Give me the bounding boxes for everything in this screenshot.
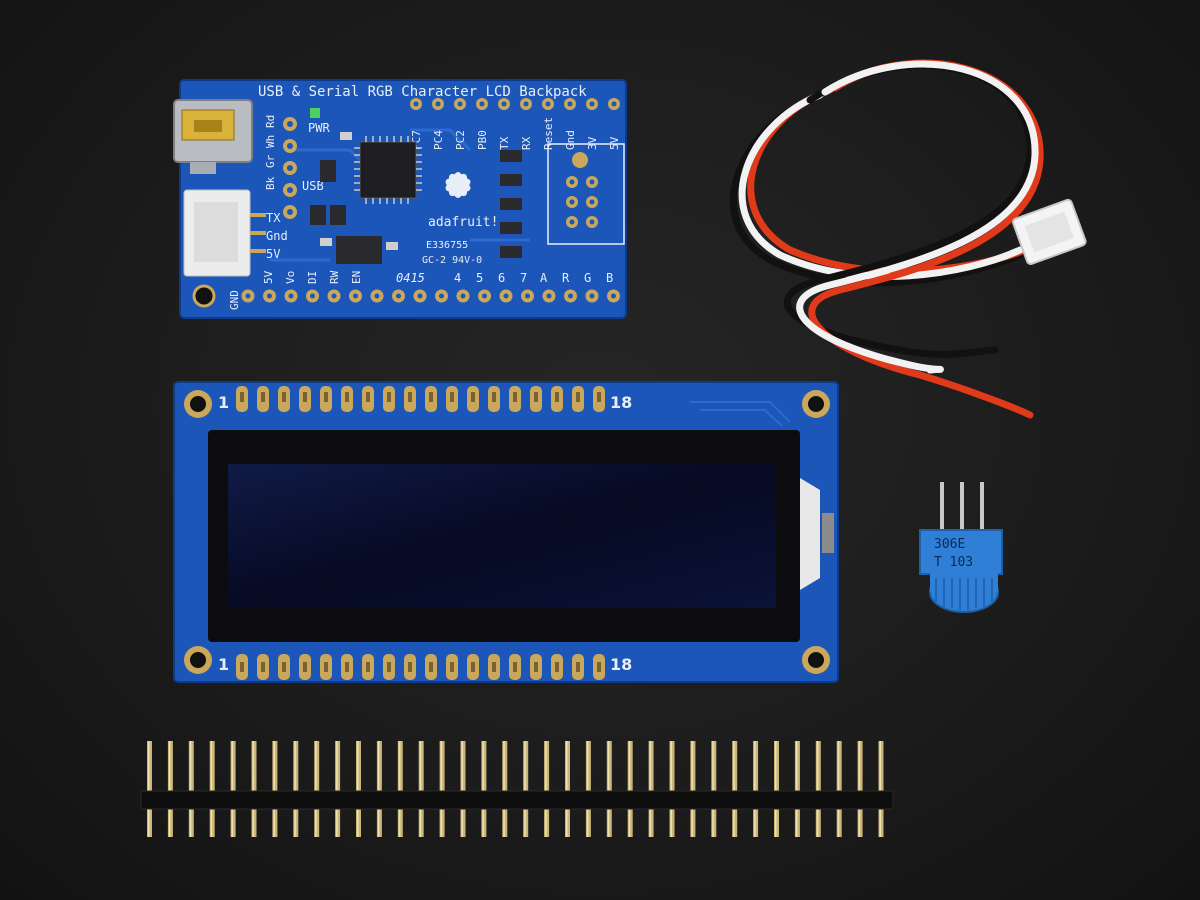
pot-marking-1: 306E [934, 537, 965, 552]
pin-label-last-top: 18 [610, 393, 632, 412]
pin-label-pc2: PC2 [454, 130, 467, 150]
pin-label-pc4: PC4 [432, 130, 445, 150]
side-label-5v: 5V [266, 247, 280, 261]
backpack-board: USB & Serial RGB Character LCD Backpack … [173, 79, 627, 319]
cert-line-2: GC-2 94V-0 [422, 255, 482, 266]
trim-potentiometer: 306E T 103 [919, 482, 1003, 613]
usb-mini-connector [173, 99, 253, 174]
side-label-tx: TX [266, 211, 281, 225]
bottom-label-en: EN [350, 271, 363, 284]
pin-label-tx: TX [498, 136, 511, 150]
pin-label-first-top: 1 [218, 393, 229, 412]
label-gr: Gr [264, 154, 277, 168]
lcd-bottom-pins [236, 654, 605, 680]
jst-plug [1012, 198, 1087, 265]
bottom-label-di: DI [306, 271, 319, 284]
bottom-label-b: B [606, 271, 613, 285]
bottom-label-g: G [584, 271, 591, 285]
bottom-label-5: 5 [476, 271, 483, 285]
header-pin [188, 741, 194, 837]
backpack-title: USB & Serial RGB Character LCD Backpack [258, 84, 587, 100]
bottom-label-a: A [540, 271, 548, 285]
pin-label-pb0: PB0 [476, 130, 489, 150]
pot-marking-2: T 103 [934, 555, 973, 570]
header-pin [585, 741, 591, 837]
pin-label-last-bottom: 18 [610, 655, 632, 674]
usb-label: USB [302, 179, 324, 193]
adafruit-logo [445, 172, 471, 198]
bottom-label-r: R [562, 271, 570, 285]
pin-label-5v: 5V [608, 136, 621, 150]
label-bk: Bk [264, 176, 277, 190]
jst-cable [729, 59, 1087, 419]
lcd-bezel [208, 430, 800, 642]
icsp-header [547, 143, 625, 245]
pin-label-3v: 3V [586, 136, 599, 150]
pin-label-gnd: Gnd [564, 130, 577, 150]
pin-label-reset: Reset [542, 117, 555, 150]
pwr-label: PWR [308, 121, 330, 135]
header-pin [314, 741, 320, 837]
bottom-label-4: 4 [454, 271, 461, 285]
label-wh: Wh [264, 135, 277, 148]
microcontroller-chip [354, 136, 422, 204]
bottom-pin-row [241, 289, 620, 303]
brand-label: adafruit! [428, 215, 498, 230]
jst-connector [183, 189, 266, 277]
top-pin-row [410, 98, 620, 110]
bottom-label-5v: 5V [262, 270, 275, 284]
pin-label-first-bottom: 1 [218, 655, 229, 674]
lcd-module: 1 18 1 18 [173, 381, 839, 683]
bottom-label-0415: 0415 [396, 271, 425, 285]
bottom-label-6: 6 [498, 271, 505, 285]
header-pin [230, 741, 236, 837]
label-rd: Rd [264, 115, 277, 128]
cert-line-1: E336755 [426, 240, 468, 251]
mounting-holes [184, 390, 830, 674]
side-label-gnd: Gnd [266, 229, 288, 243]
bottom-label-rw: RW [328, 270, 341, 284]
pin-label-rx: RX [520, 136, 533, 150]
male-header-strip [140, 741, 894, 837]
bottom-label-vo: Vo [284, 271, 297, 284]
lcd-top-pins [236, 386, 605, 412]
bottom-label-gnd: GND [228, 290, 241, 310]
bottom-label-7: 7 [520, 271, 527, 285]
